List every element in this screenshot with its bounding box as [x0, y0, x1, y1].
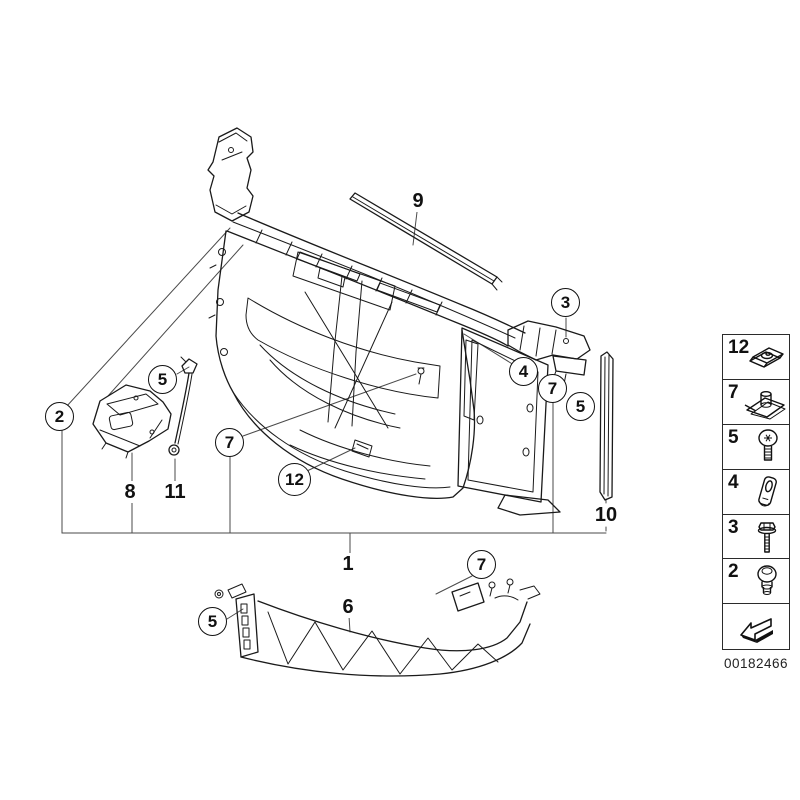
legend-number: 12 [728, 337, 750, 358]
callout-2[interactable]: 2 [45, 402, 74, 431]
callout-7-right[interactable]: 7 [538, 374, 567, 403]
lower-truss-part-6 [214, 578, 541, 677]
sheet-metal-nut-icon [749, 347, 784, 368]
direction-arrow-icon [740, 618, 773, 644]
callout-4[interactable]: 4 [509, 357, 538, 386]
label-11[interactable]: 11 [161, 481, 189, 503]
image-code: 00182466 [723, 656, 789, 671]
callout-5-bottom[interactable]: 5 [198, 607, 227, 636]
round-head-screw-icon [757, 565, 777, 596]
hex-bolt-icon [757, 521, 777, 553]
bracket-part-8 [92, 384, 172, 459]
seal-strip-part-9 [349, 192, 503, 291]
side-strip-part-10 [599, 351, 614, 501]
panel-side-wall [457, 327, 561, 516]
panel-face [208, 230, 476, 499]
legend-number: 2 [728, 561, 739, 583]
callout-7-bottom[interactable]: 7 [467, 550, 496, 579]
label-10[interactable]: 10 [591, 504, 621, 526]
callout-5-left[interactable]: 5 [148, 365, 177, 394]
fastener-legend: 12 7 5 4 [722, 334, 790, 650]
legend-item-5[interactable]: 5 [722, 423, 790, 471]
callout-3[interactable]: 3 [551, 288, 580, 317]
callout-7-left[interactable]: 7 [215, 428, 244, 457]
legend-item-2[interactable]: 2 [722, 558, 790, 605]
legend-item-12[interactable]: 12 [722, 334, 790, 381]
legend-number: 5 [728, 426, 739, 448]
label-9[interactable]: 9 [409, 190, 427, 212]
callout-5-right[interactable]: 5 [566, 392, 595, 421]
cage-nut-icon [744, 390, 786, 420]
legend-item-7[interactable]: 7 [722, 378, 790, 426]
panel-interior [245, 251, 441, 480]
stay-rod-part-11 [168, 356, 198, 456]
callout-12[interactable]: 12 [278, 463, 311, 496]
legend-number: 3 [728, 516, 739, 538]
label-1[interactable]: 1 [339, 553, 357, 575]
legend-number: 4 [728, 471, 739, 493]
tower-bracket [207, 127, 254, 222]
legend-item-3[interactable]: 3 [722, 513, 790, 560]
label-6[interactable]: 6 [339, 596, 357, 618]
spacer-plate-icon [758, 475, 777, 507]
leader-lines [61, 211, 607, 633]
legend-item-4[interactable]: 4 [722, 468, 790, 516]
legend-number: 7 [728, 381, 739, 403]
legend-item-arrow[interactable] [722, 603, 790, 650]
torx-screw-icon [758, 429, 778, 461]
label-8[interactable]: 8 [121, 481, 139, 503]
